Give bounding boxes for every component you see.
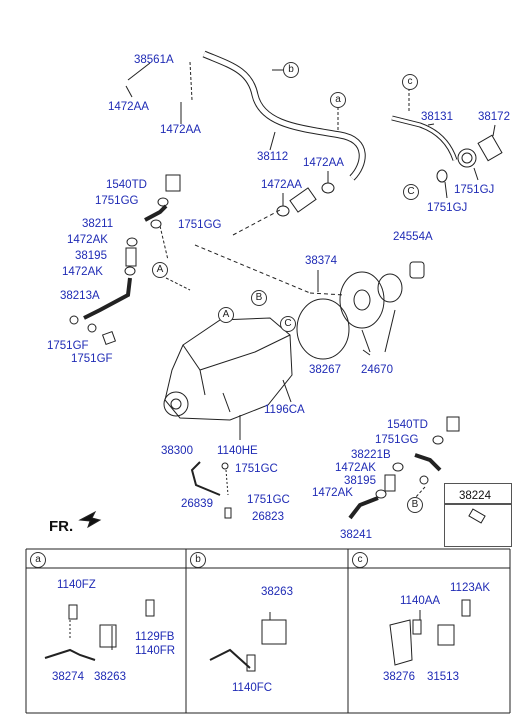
part-38561A: 38561A: [134, 54, 174, 66]
front-marker: FR.: [49, 518, 74, 535]
part-1751GF-2: 1751GF: [71, 353, 113, 365]
part-1472AK-4: 1472AK: [312, 487, 353, 499]
callout-c-top: c: [402, 74, 418, 90]
part-1472AA-3: 1472AA: [303, 157, 344, 169]
part-1751GG-2: 1751GG: [178, 219, 222, 231]
panel-a-label: a: [30, 552, 46, 568]
part-1472AK-1: 1472AK: [67, 234, 108, 246]
part-38195-1: 38195: [75, 250, 107, 262]
callout-b-top: b: [283, 62, 299, 78]
part-1472AA-1: 1472AA: [108, 101, 149, 113]
part-26839: 26839: [181, 498, 213, 510]
part-1751GC-2: 1751GC: [247, 494, 290, 506]
part-1140FR: 1140FR: [135, 645, 175, 657]
part-38211: 38211: [82, 218, 113, 230]
part-38263-a: 38263: [94, 671, 126, 683]
part-1751GC-1: 1751GC: [235, 463, 278, 475]
part-1123AK: 1123AK: [450, 582, 490, 594]
callout-B-right: B: [407, 497, 423, 513]
callout-C-right: C: [403, 184, 419, 200]
part-1540TD-2: 1540TD: [387, 419, 428, 431]
part-38221B: 38221B: [351, 449, 391, 461]
part-38224-header-line: [444, 503, 512, 505]
part-38195-2: 38195: [344, 475, 376, 487]
part-1751GG-3: 1751GG: [375, 434, 419, 446]
part-1540TD-1: 1540TD: [106, 179, 147, 191]
part-38112: 38112: [257, 151, 288, 163]
part-38172: 38172: [478, 111, 510, 123]
part-1140AA: 1140AA: [400, 595, 440, 607]
part-1472AK-3: 1472AK: [335, 462, 376, 474]
part-38241: 38241: [340, 529, 372, 541]
part-1140FZ: 1140FZ: [57, 579, 96, 591]
panel-c-label: c: [352, 552, 368, 568]
part-26823: 26823: [252, 511, 284, 523]
part-38263-b: 38263: [261, 586, 293, 598]
part-31513: 31513: [427, 671, 459, 683]
part-24554A: 24554A: [393, 231, 433, 243]
part-1751GF-1: 1751GF: [47, 340, 89, 352]
part-1472AA-4: 1472AA: [261, 179, 302, 191]
part-38213A: 38213A: [60, 290, 100, 302]
part-1751GJ-2: 1751GJ: [427, 202, 467, 214]
part-1472AK-2: 1472AK: [62, 266, 103, 278]
part-38267: 38267: [309, 364, 341, 376]
part-1751GG-1: 1751GG: [95, 195, 139, 207]
part-38276: 38276: [383, 671, 415, 683]
callout-C-block: C: [280, 316, 296, 332]
part-38374: 38374: [305, 255, 338, 267]
part-38274: 38274: [52, 671, 85, 683]
part-1472AA-2: 1472AA: [160, 124, 201, 136]
part-1129FB: 1129FB: [135, 631, 175, 643]
part-38224-box: [444, 483, 512, 547]
part-1196CA: 1196CA: [264, 404, 305, 416]
callout-B-block: B: [251, 290, 267, 306]
panel-b-label: b: [190, 552, 206, 568]
part-38300: 38300: [161, 445, 193, 457]
part-38131: 38131: [421, 111, 453, 123]
part-1751GJ-1: 1751GJ: [454, 184, 494, 196]
part-1140HE: 1140HE: [217, 445, 258, 457]
callout-a-top: a: [330, 92, 346, 108]
callout-A-block: A: [218, 307, 234, 323]
part-38224: 38224: [459, 490, 492, 502]
part-24670: 24670: [361, 364, 393, 376]
callout-A-left: A: [152, 262, 168, 278]
part-1140FC: 1140FC: [232, 682, 272, 694]
